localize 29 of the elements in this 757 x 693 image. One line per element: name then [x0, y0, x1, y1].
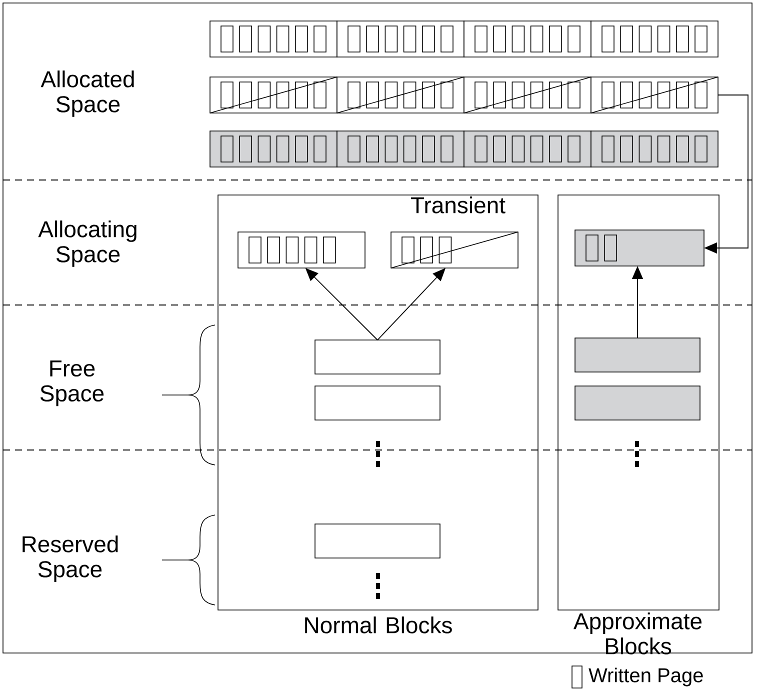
memory-block [314, 340, 440, 374]
memory-block [574, 230, 704, 266]
region-label: Reserved Space [22, 536, 118, 582]
memory-block [210, 76, 338, 114]
memory-block [464, 20, 592, 58]
legend-label: Written Page [588, 668, 703, 686]
memory-block [590, 76, 718, 114]
memory-block [574, 338, 700, 372]
node-label: Transient [411, 196, 506, 214]
memory-block: Transient [390, 196, 518, 268]
memory-block [336, 20, 464, 58]
memory-block [590, 130, 718, 168]
memory-block [464, 76, 592, 114]
memory-block [590, 20, 718, 58]
region-label: Allocated Space [40, 70, 134, 117]
node-label: Approximate Blocks [573, 612, 702, 654]
region-label: Free Space [40, 360, 104, 406]
memory-block [210, 20, 338, 58]
memory-block [574, 386, 700, 420]
memory-block [314, 524, 440, 558]
memory-block [314, 386, 440, 420]
node-label: Normal Blocks [305, 616, 452, 634]
memory-block [210, 130, 338, 168]
memory-block [238, 232, 366, 268]
memory-block [336, 130, 464, 168]
memory-block [336, 76, 464, 114]
region-label: Allocating Space [38, 220, 136, 267]
memory-block [464, 130, 592, 168]
block-panel: Approximate Blocks [558, 194, 720, 654]
